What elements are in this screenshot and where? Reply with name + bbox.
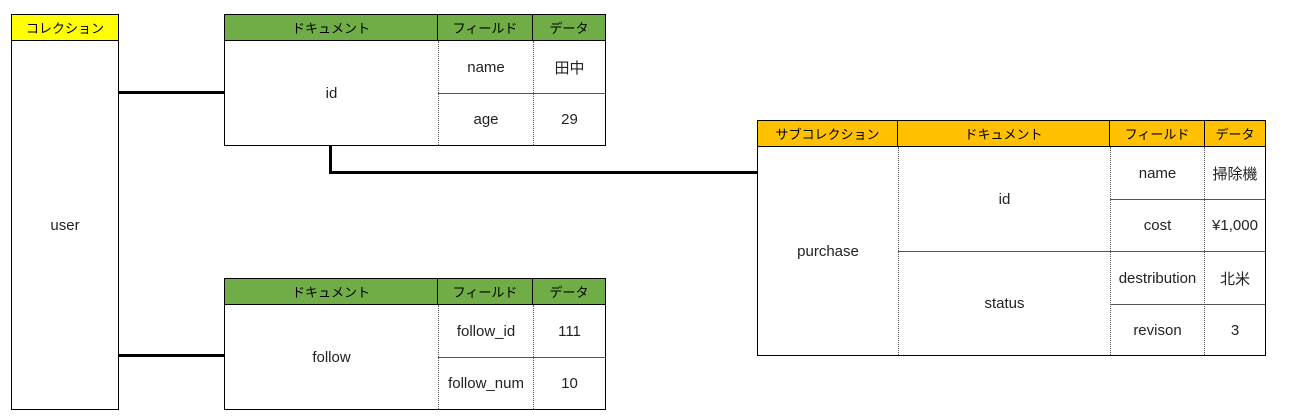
- doc-id-body: id name 田中 age 29: [224, 40, 606, 146]
- sub-doc1-field-1: revison: [1133, 321, 1182, 339]
- sub-header-subcollection: サブコレクション: [757, 120, 898, 147]
- sub-subcollection-name: purchase: [797, 242, 859, 260]
- doc-id-document: id: [325, 84, 338, 102]
- sub-doc0-value-0: 掃除機: [1212, 165, 1258, 183]
- doc-follow-value-0: 111: [558, 322, 581, 340]
- sub-header-document: ドキュメント: [897, 120, 1110, 147]
- doc-follow-body: follow follow_id 111 follow_num 10: [224, 304, 606, 410]
- doc-id-field-0: name: [467, 58, 505, 76]
- collection-header: コレクション: [11, 14, 119, 41]
- connector-user-to-id: [119, 91, 224, 94]
- doc-follow-document: follow: [312, 348, 351, 366]
- doc-follow-header-field: フィールド: [437, 278, 533, 305]
- doc-id-header-document: ドキュメント: [224, 14, 438, 41]
- connector-user-to-follow: [119, 354, 224, 357]
- sub-doc1-value-1: 3: [1230, 321, 1240, 339]
- collection-name: user: [50, 216, 80, 234]
- doc-follow-value-1: 10: [561, 375, 578, 392]
- sub-doc0-field-0: name: [1138, 164, 1177, 182]
- collection-box: user: [11, 40, 119, 410]
- doc-follow-field-0: follow_id: [456, 322, 516, 340]
- doc-follow-header-data: データ: [532, 278, 606, 305]
- sub-header-data: データ: [1204, 120, 1266, 147]
- doc-id-header-field: フィールド: [437, 14, 533, 41]
- doc-id-header-data: データ: [532, 14, 606, 41]
- sub-document-1: status: [984, 295, 1025, 312]
- doc-follow-header-document: ドキュメント: [224, 278, 438, 305]
- sub-document-0: id: [998, 190, 1011, 208]
- sub-doc0-field-1: cost: [1143, 217, 1172, 234]
- sub-doc1-value-0: 北米: [1219, 270, 1250, 288]
- sub-doc0-value-1: ¥1,000: [1212, 217, 1258, 234]
- connector-id-down: [329, 146, 332, 174]
- sub-header-field: フィールド: [1109, 120, 1205, 147]
- doc-follow-field-1: follow_num: [448, 375, 524, 392]
- doc-id-value-1: 29: [561, 111, 578, 128]
- sub-body: purchase id name 掃除機 cost ¥1,000 status …: [757, 146, 1266, 356]
- doc-id-field-1: age: [473, 111, 499, 128]
- connector-id-to-purchase: [329, 171, 757, 174]
- doc-id-value-0: 田中: [554, 59, 585, 77]
- sub-doc1-field-0: destribution: [1118, 269, 1197, 287]
